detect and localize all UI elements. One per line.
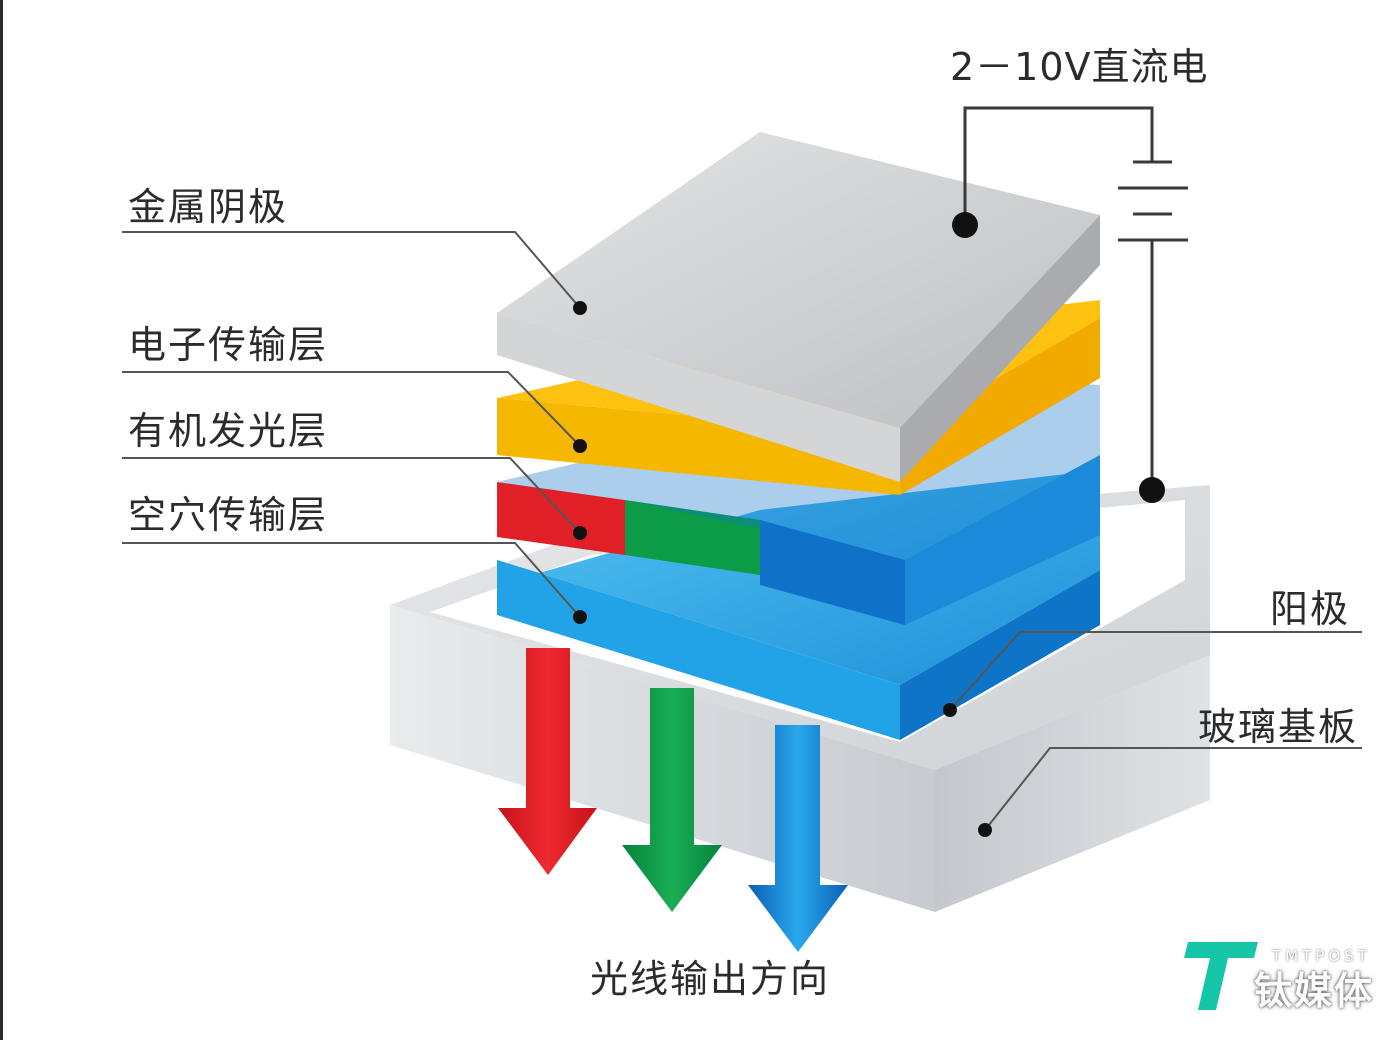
watermark-logo <box>1184 942 1258 1010</box>
hole-transport-label: 空穴传输层 <box>128 493 329 537</box>
leader-cathode <box>122 231 581 309</box>
cathode-terminal-icon <box>952 212 978 238</box>
leader-lines <box>122 231 1362 831</box>
leader-etl <box>122 371 581 447</box>
leader-eml <box>122 457 581 534</box>
red-light-arrow-icon <box>498 648 597 875</box>
glass-substrate-label: 玻璃基板 <box>1198 705 1359 749</box>
green-light-arrow-icon <box>622 688 722 912</box>
light-output-label: 光线输出方向 <box>590 957 831 1001</box>
blue-light-arrow-icon <box>748 725 848 952</box>
left-edge-divider <box>0 0 3 1040</box>
organic-emissive-label: 有机发光层 <box>128 409 329 453</box>
power-supply-label: 2－10V直流电 <box>950 45 1209 89</box>
metal-cathode-label: 金属阴极 <box>128 185 289 229</box>
watermark-brand-cn: 钛媒体 <box>1254 969 1375 1013</box>
anode-label: 阳极 <box>1270 587 1351 631</box>
leader-dots <box>573 301 992 837</box>
anode-terminal-icon <box>1139 477 1165 503</box>
light-output-arrows <box>498 648 848 952</box>
watermark-brand-en: TMTPOST <box>1272 947 1371 965</box>
power-circuit <box>963 106 1188 490</box>
leader-glass <box>984 747 1362 831</box>
leader-anode <box>949 631 1362 711</box>
tmtpost-logo-icon <box>1184 942 1258 1010</box>
metal-cathode-layer <box>497 132 1100 482</box>
leader-htl <box>122 542 581 618</box>
electron-transport-label: 电子传输层 <box>128 323 329 367</box>
